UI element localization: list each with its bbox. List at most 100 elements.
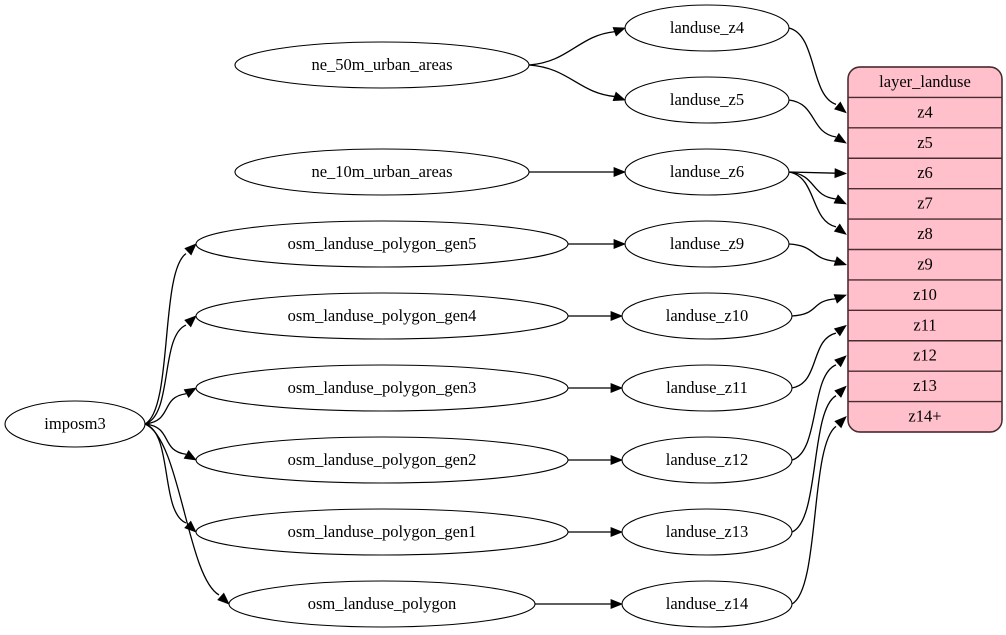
node-shape [195, 364, 569, 412]
edge-arrowhead [833, 324, 847, 337]
record-row-r_z9[interactable]: z9 [917, 254, 933, 273]
edge-line [144, 423, 187, 455]
graph-edge-gen2-to-lz12 [568, 455, 624, 465]
graph-node-lz4[interactable]: landuse_z4 [624, 4, 790, 52]
edge-arrowhead [834, 385, 847, 398]
graph-node-lz14[interactable]: landuse_z14 [621, 580, 793, 628]
node-label: osm_landuse_polygon_gen5 [288, 234, 477, 253]
record-table-outline [847, 66, 1003, 433]
record-row-r_z5[interactable]: z5 [917, 133, 933, 152]
record-row-r_z4[interactable]: z4 [917, 102, 933, 121]
node-shape [621, 508, 793, 556]
edge-line [788, 27, 837, 105]
node-shape [624, 220, 790, 268]
edge-line [791, 395, 837, 533]
node-shape [228, 580, 536, 628]
graph-node-gen1[interactable]: osm_landuse_polygon_gen1 [195, 508, 569, 556]
graph-node-lz13[interactable]: landuse_z13 [621, 508, 793, 556]
edge-arrowhead [610, 599, 624, 609]
graph-node-lz6[interactable]: landuse_z6 [624, 148, 790, 196]
edge-arrowhead [833, 132, 847, 144]
edge-line [144, 423, 220, 596]
edge-arrowhead [217, 592, 230, 605]
graph-edge-gen5-to-lz9 [568, 239, 627, 249]
edge-line [788, 171, 837, 200]
graph-node-lz11[interactable]: landuse_z11 [621, 364, 793, 412]
edge-arrowhead [183, 387, 197, 399]
graph-edge-lz6-to-r_z8 [788, 171, 847, 235]
graph-edge-imposm3-to-gen5 [144, 243, 197, 425]
graph-edge-lz13-to-r_z13 [791, 385, 847, 533]
graph-edge-ne50-to-lz5 [528, 64, 627, 102]
edge-line [144, 393, 187, 425]
record-row-r_z14[interactable]: z14+ [908, 407, 941, 426]
edge-layer [144, 27, 848, 609]
record-row-r_z10[interactable]: z10 [913, 285, 937, 304]
record-row-r_z8[interactable]: z8 [917, 224, 933, 243]
edge-line [144, 423, 187, 524]
graph-node-lz12[interactable]: landuse_z12 [621, 436, 793, 484]
node-label: landuse_z10 [666, 306, 748, 325]
edge-arrowhead [833, 256, 848, 266]
edge-arrowhead [834, 355, 847, 368]
graph-edge-lz6-to-r_z7 [788, 171, 847, 205]
node-shape [624, 76, 790, 124]
node-shape [195, 220, 569, 268]
edge-arrowhead [833, 223, 847, 235]
edge-arrowhead [610, 311, 624, 321]
record-row-r_z7[interactable]: z7 [917, 194, 933, 213]
edge-line [788, 171, 837, 228]
graph-node-gen4[interactable]: osm_landuse_polygon_gen4 [195, 292, 569, 340]
graph-edge-lz12-to-r_z12 [791, 355, 847, 461]
graph-edge-lz5-to-r_z5 [788, 99, 847, 144]
graph-edge-ne50-to-lz4 [528, 27, 627, 66]
graph-node-gen2[interactable]: osm_landuse_polygon_gen2 [195, 436, 569, 484]
node-shape [234, 148, 530, 196]
graph-edge-lz6-to-r_z6 [788, 168, 848, 179]
edge-arrowhead [184, 243, 197, 256]
node-shape [621, 436, 793, 484]
node-label: landuse_z9 [670, 234, 744, 253]
record-row-r_z11[interactable]: z11 [913, 315, 936, 334]
graph-node-lz9[interactable]: landuse_z9 [624, 220, 790, 268]
node-label: landuse_z4 [670, 18, 744, 37]
graph-node-gen3[interactable]: osm_landuse_polygon_gen3 [195, 364, 569, 412]
edge-arrowhead [834, 416, 847, 429]
node-shape [195, 508, 569, 556]
edge-arrowhead [613, 167, 627, 177]
node-label: landuse_z5 [670, 90, 744, 109]
edge-line [791, 425, 837, 605]
node-shape [621, 292, 793, 340]
edge-line [788, 99, 837, 138]
record-row-r_z6[interactable]: z6 [917, 163, 933, 182]
node-label: landuse_z12 [666, 450, 748, 469]
graph-edge-gen3-to-lz11 [568, 383, 624, 393]
node-label: osm_landuse_polygon_gen4 [288, 306, 477, 325]
node-shape [195, 292, 569, 340]
graph-node-ne50[interactable]: ne_50m_urban_areas [234, 41, 530, 89]
graph-edge-gen1-to-lz13 [568, 527, 624, 537]
node-label: osm_landuse_polygon_gen1 [288, 522, 477, 541]
graph-node-lz5[interactable]: landuse_z5 [624, 76, 790, 124]
edge-arrowhead [612, 27, 627, 37]
graph-node-ne10[interactable]: ne_10m_urban_areas [234, 148, 530, 196]
graph-node-gen0[interactable]: osm_landuse_polygon [228, 580, 536, 628]
record-table-layer_landuse[interactable]: layer_landusez4z5z6z7z8z9z10z11z12z13z14… [847, 66, 1003, 433]
graph-node-lz10[interactable]: landuse_z10 [621, 292, 793, 340]
node-label: osm_landuse_polygon_gen3 [288, 378, 477, 397]
node-label: landuse_z6 [670, 162, 744, 181]
node-label: landuse_z13 [666, 522, 748, 541]
graph-edge-gen4-to-lz10 [568, 311, 624, 321]
graph-edge-lz14-to-r_z14 [791, 416, 847, 605]
graph-edge-lz11-to-r_z11 [791, 324, 847, 389]
edge-arrowhead [612, 91, 627, 102]
edge-arrowhead [183, 449, 197, 461]
graph-node-gen5[interactable]: osm_landuse_polygon_gen5 [195, 220, 569, 268]
graph-node-imposm3[interactable]: imposm3 [4, 400, 146, 448]
record-row-r_z12[interactable]: z12 [913, 346, 937, 365]
edge-arrowhead [610, 383, 624, 393]
node-label: landuse_z11 [666, 378, 748, 397]
node-label: landuse_z14 [666, 594, 748, 613]
record-row-r_z13[interactable]: z13 [913, 376, 937, 395]
